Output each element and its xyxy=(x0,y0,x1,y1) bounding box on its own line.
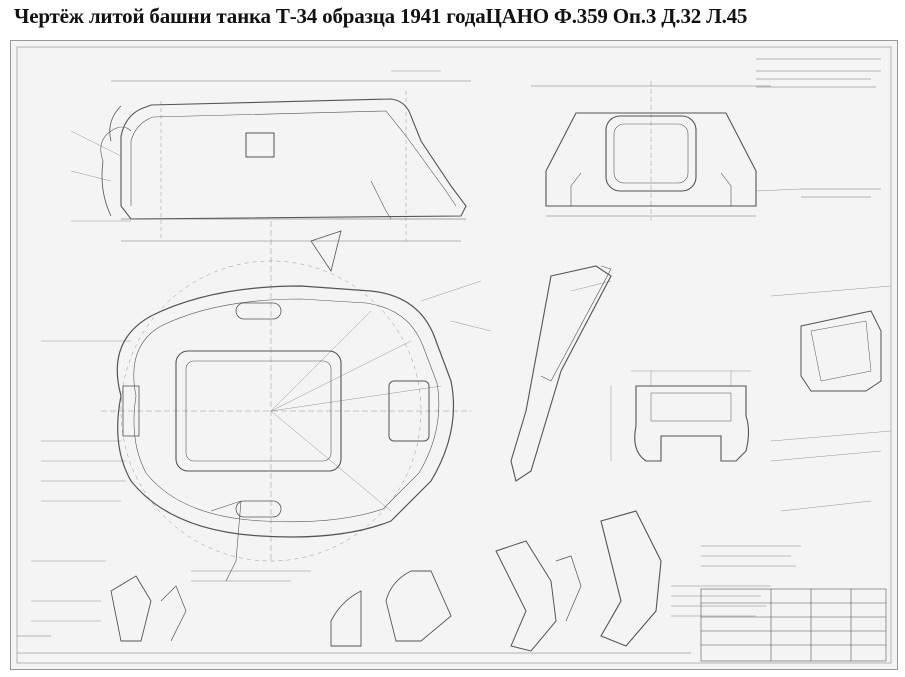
section-bottom-center xyxy=(330,510,662,652)
section-detail-right xyxy=(770,285,892,512)
section-sloped-wall xyxy=(510,265,612,482)
title-block xyxy=(700,588,887,662)
drawing-sheet xyxy=(10,40,898,670)
notes-top-right xyxy=(756,58,881,198)
technical-drawing xyxy=(16,46,892,664)
section-hatch-profile xyxy=(610,370,751,462)
front-view xyxy=(531,81,802,221)
top-plan-view xyxy=(41,221,492,582)
page-title: Чертёж литой башни танка Т-34 образца 19… xyxy=(14,4,748,28)
drawing-frame xyxy=(16,46,892,664)
notes-lines xyxy=(191,545,801,617)
section-bottom-left xyxy=(31,560,187,642)
side-view xyxy=(70,70,471,242)
